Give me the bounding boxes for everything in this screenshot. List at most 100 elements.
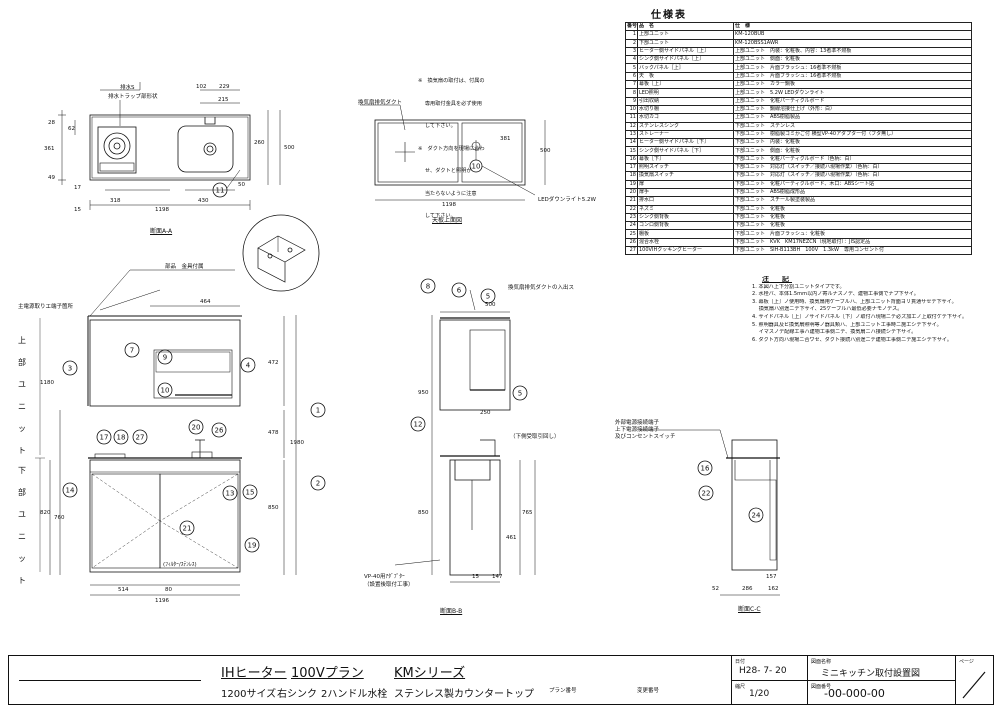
spec-row-spec: 下部ユニット 側面：化粧板 bbox=[733, 146, 972, 156]
spec-row-spec: 下部ユニット 片面フラッシュ：化粧板 bbox=[733, 229, 972, 239]
spec-row-number: 13 bbox=[625, 129, 638, 140]
tb-date: H28- 7- 20 bbox=[739, 666, 787, 676]
cc-dim-52: 52 bbox=[712, 586, 719, 592]
drain-note: 排水S bbox=[120, 85, 135, 91]
spec-row-spec: 下部ユニット 化粧板 bbox=[733, 212, 972, 223]
vchar: ッ bbox=[18, 554, 26, 563]
note-line: 3. 幕板［上］ノ使用時、換気扇用ケーブルハ、上部ユニット背面ヨリ貫通サセテ下サ… bbox=[752, 298, 957, 305]
spec-row-number: 5 bbox=[625, 63, 638, 73]
vchar: 下 bbox=[18, 466, 26, 475]
spec-row-name: ストレーナー bbox=[637, 129, 734, 140]
tb-series: KMシリーズ bbox=[394, 666, 466, 681]
vchar: ユ bbox=[18, 510, 26, 519]
spec-row-spec: 下部ユニット スチール製塗装製品 bbox=[733, 196, 972, 206]
section-bb-caption: 断面B-B bbox=[440, 608, 463, 615]
ceiling-note-line: ※ ダクト方向を現場に合わ bbox=[418, 145, 485, 152]
cc-label-2: 及びコンセントスイッチ bbox=[615, 434, 676, 440]
tb-drawing-name: ミニキッチン取付設置図 bbox=[821, 669, 921, 679]
spec-row-spec: 下部ユニット 化粧板 bbox=[733, 221, 972, 231]
note-line: 換気扇ハ別途ニテ下サイ、25ケーブルハ最低必要ナモノデス。 bbox=[752, 306, 903, 313]
svg-text:1: 1 bbox=[316, 407, 320, 415]
dim-430: 430 bbox=[198, 198, 209, 204]
spec-row-name: 排水口 bbox=[637, 196, 734, 206]
power-terminal-label: 主電源取りエ端子箇所 bbox=[18, 304, 74, 310]
bb-dim-15: 15 bbox=[472, 574, 479, 580]
spec-row-name: シンク側背板 bbox=[637, 212, 734, 223]
spec-row-name: コンロ側背板 bbox=[637, 221, 734, 231]
spec-row-name: ヒーター側サイドパネル［上］ bbox=[637, 46, 734, 57]
spec-row-spec: KM-120BSS1AWR bbox=[733, 38, 972, 48]
spec-row-spec: 上部ユニット 5.2W LEDダウンライト bbox=[733, 88, 972, 98]
bb-dim-850: 850 bbox=[418, 510, 429, 516]
spec-row-spec: 下部ユニット 化粧パーティクルボード（色柄：白） bbox=[733, 154, 972, 165]
svg-text:21: 21 bbox=[183, 525, 192, 533]
bb-label-2: （設置後取付工事） bbox=[364, 582, 414, 588]
dim-215: 215 bbox=[218, 97, 229, 103]
tb-plan: 100Vプラン bbox=[291, 666, 364, 681]
tb-product-type: IHヒーター bbox=[221, 666, 287, 681]
dim-15: 15 bbox=[74, 207, 81, 213]
spec-row-number: 9 bbox=[625, 96, 638, 106]
bb-label-1: VP-40用ｱﾀﾞﾌﾟﾀｰ bbox=[364, 574, 405, 580]
ceiling-dim-381: 381 bbox=[500, 136, 511, 142]
spec-row-spec: 下部ユニット 化粧板 bbox=[733, 204, 972, 214]
spec-header-row: 番号 品 名 仕 様 bbox=[625, 21, 972, 32]
dim-28: 28 bbox=[48, 120, 55, 126]
spec-row-number: 18 bbox=[625, 171, 638, 181]
spec-row-spec: 上部ユニット 鋼線溶接仕上げ（外形：白） bbox=[733, 104, 972, 115]
vchar: 部 bbox=[18, 358, 26, 367]
dim-514: 514 bbox=[118, 587, 129, 593]
svg-text:3: 3 bbox=[68, 365, 72, 373]
spec-row-number: 8 bbox=[625, 88, 638, 98]
dim-62: 62 bbox=[68, 126, 75, 132]
svg-text:17: 17 bbox=[100, 434, 109, 442]
spec-row-spec: 下部ユニット SIH-B113BH 100V 1.3kW 専用コンセント付 bbox=[733, 245, 972, 256]
spec-row-spec: 下部ユニット 化粧パーティクルボード、木口：ABSシート貼 bbox=[733, 179, 972, 189]
spec-row-number: 25 bbox=[625, 229, 638, 239]
spec-row-number: 12 bbox=[625, 121, 638, 131]
dim-260: 260 bbox=[254, 140, 265, 146]
dim-229: 229 bbox=[219, 84, 230, 90]
tb-divider bbox=[731, 680, 955, 681]
tb-drawing-no-label: 図面番号 bbox=[811, 684, 832, 690]
spec-row-name: ステンレスシンク bbox=[637, 121, 734, 131]
spec-row-spec: 下部ユニット 内装：化粧板 bbox=[733, 138, 972, 148]
spec-row-number: 26 bbox=[625, 237, 638, 248]
dim-17: 17 bbox=[74, 185, 81, 191]
ceiling-note-line: せ、ダクトと照明が bbox=[418, 168, 472, 174]
tb-drawing-name-label: 図面名称 bbox=[811, 659, 832, 665]
svg-text:16: 16 bbox=[701, 465, 710, 473]
tb-size: 1200サイズ bbox=[221, 689, 277, 700]
spec-row-spec: 上部ユニット 側面：化粧板 bbox=[733, 55, 972, 65]
spec-row-name: 上部ユニット bbox=[637, 30, 734, 40]
spec-row-number: 23 bbox=[625, 212, 638, 223]
spec-row-spec: 上部ユニット 片面フラッシュ：16者準不燃板 bbox=[733, 63, 972, 73]
dim-820: 820 bbox=[40, 510, 51, 516]
tb-page-label: ページ bbox=[959, 659, 974, 665]
tb-faucet: 2ハンドル水栓 bbox=[321, 689, 388, 700]
spec-row-name: シンク側サイドパネル［下］ bbox=[637, 146, 734, 156]
spec-row-name: シンク側サイドパネル［上］ bbox=[637, 55, 734, 65]
spec-row-number: 2 bbox=[625, 38, 638, 48]
bb-dim-765: 765 bbox=[522, 510, 533, 516]
spec-row-name: バックパネル［上］ bbox=[637, 63, 734, 73]
front-view bbox=[35, 269, 297, 596]
spec-row-spec: 上部ユニット ABS樹脂製品 bbox=[733, 113, 972, 123]
spec-row-name: 棚板 bbox=[637, 229, 734, 239]
dim-500: 500 bbox=[284, 145, 295, 151]
duct-label: 換気扇排気ダクト bbox=[358, 100, 403, 106]
spec-table-title: 仕様表 bbox=[651, 10, 687, 21]
svg-text:9: 9 bbox=[163, 354, 167, 362]
